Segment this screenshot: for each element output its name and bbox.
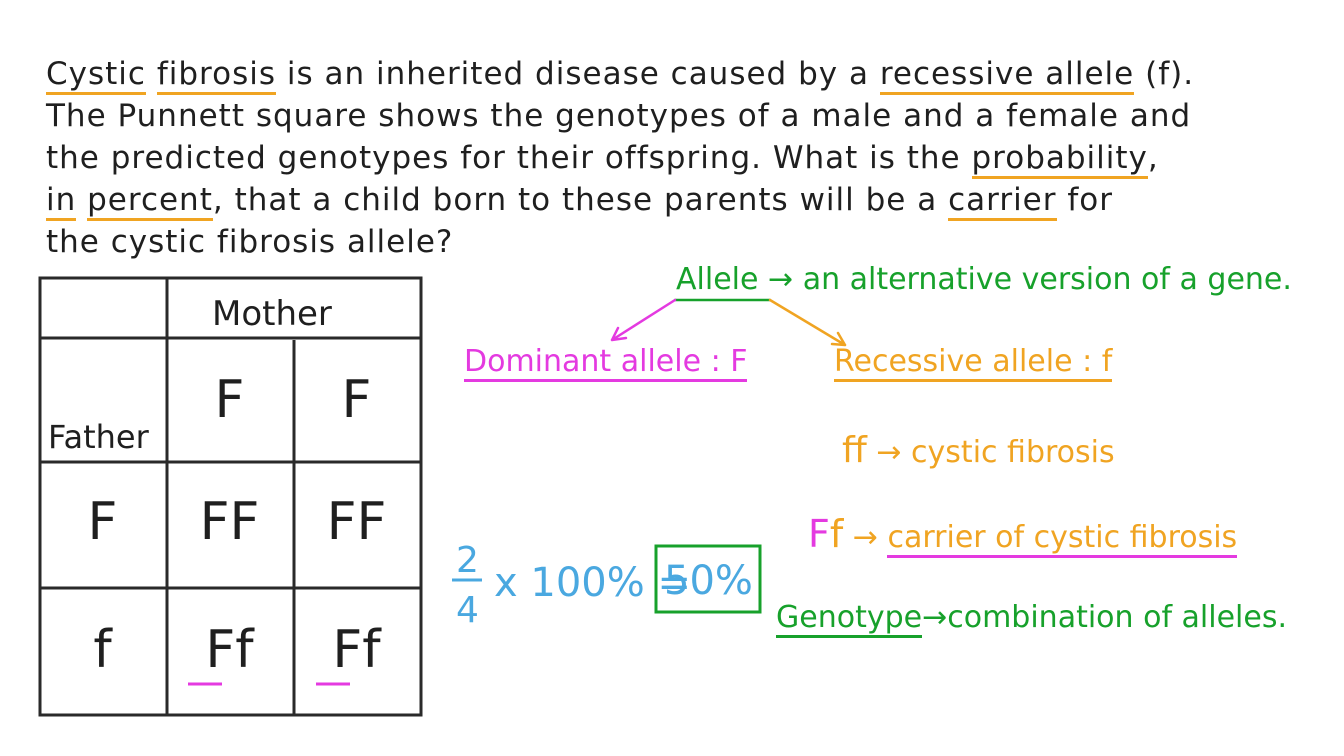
punnett-cell-1-1: FF [199, 492, 260, 552]
question-line-4: in percent, that a child born to these p… [46, 182, 1113, 221]
genotype-def: combination of alleles. [947, 600, 1288, 635]
allele-def: an alternative version of a gene. [802, 262, 1292, 297]
term-fibrosis: fibrosis [156, 56, 276, 95]
allele-term: Allele [676, 262, 759, 297]
genotype-term: Genotype [776, 600, 923, 638]
question-line-1: Cystic fibrosis is an inherited disease … [46, 56, 1195, 95]
ff-genotype: ff [842, 430, 867, 471]
allele-definition: Allele → an alternative version of a gen… [676, 262, 1292, 297]
question-text-4: , that a child born to these parents wil… [212, 182, 938, 218]
recessive-allele: Recessive allele : f [834, 344, 1113, 382]
question-text-3-end: , [1147, 140, 1159, 176]
ff-note: ff → cystic fibrosis [842, 430, 1115, 471]
term-percent: percent [87, 182, 213, 221]
arrow-to-dominant-icon [610, 298, 677, 342]
punnett-cell-2-2: Ff [332, 620, 381, 680]
question-line-3: the predicted genotypes for their offspr… [46, 140, 1159, 179]
genotype-definition: Genotype→combination of alleles. [776, 600, 1288, 638]
father-allele-1: F [87, 492, 118, 552]
dominant-allele: Dominant allele : F [464, 344, 748, 382]
fraction-numerator: 2 [456, 540, 479, 581]
answer-box [654, 544, 762, 614]
arrow-right-icon: → [876, 435, 902, 470]
question-line-5: the cystic fibrosis allele? [46, 224, 454, 260]
question-text-4-end: for [1067, 182, 1113, 218]
arrow-right-icon: → [768, 262, 794, 297]
arrow-right-icon: → [852, 520, 878, 555]
question-line-2: The Punnett square shows the genotypes o… [46, 98, 1192, 134]
calculation-expression: x 100% = [494, 560, 691, 606]
question-text-1: is an inherited disease caused by a [286, 56, 869, 92]
mother-label: Mother [212, 294, 332, 334]
Ff-genotype-F: F [808, 512, 830, 556]
punnett-border [38, 276, 423, 717]
term-carrier: carrier [948, 182, 1057, 221]
mother-allele-2: F [341, 370, 372, 430]
term-probability: probability [971, 140, 1148, 179]
term-cystic: Cystic [46, 56, 146, 95]
Ff-genotype-f: f [829, 512, 844, 556]
arrow-right-icon: → [922, 600, 948, 635]
father-label: Father [48, 418, 149, 456]
arrow-to-recessive-icon [768, 298, 847, 347]
ff-meaning: cystic fibrosis [911, 435, 1115, 470]
Ff-note: Ff → carrier of cystic fibrosis [808, 512, 1238, 558]
question-text-1-end: (f). [1145, 56, 1195, 92]
question-text-3: the predicted genotypes for their offspr… [46, 140, 961, 176]
Ff-meaning: carrier of cystic fibrosis [887, 520, 1238, 558]
term-in: in [46, 182, 77, 221]
answer-value: 50% [664, 558, 753, 604]
fraction-denominator: 4 [456, 590, 479, 631]
father-allele-2: f [93, 620, 112, 680]
punnett-cell-2-1: Ff [205, 620, 254, 680]
term-recessive-allele: recessive allele [879, 56, 1135, 95]
punnett-cell-1-2: FF [326, 492, 387, 552]
mother-allele-1: F [214, 370, 245, 430]
